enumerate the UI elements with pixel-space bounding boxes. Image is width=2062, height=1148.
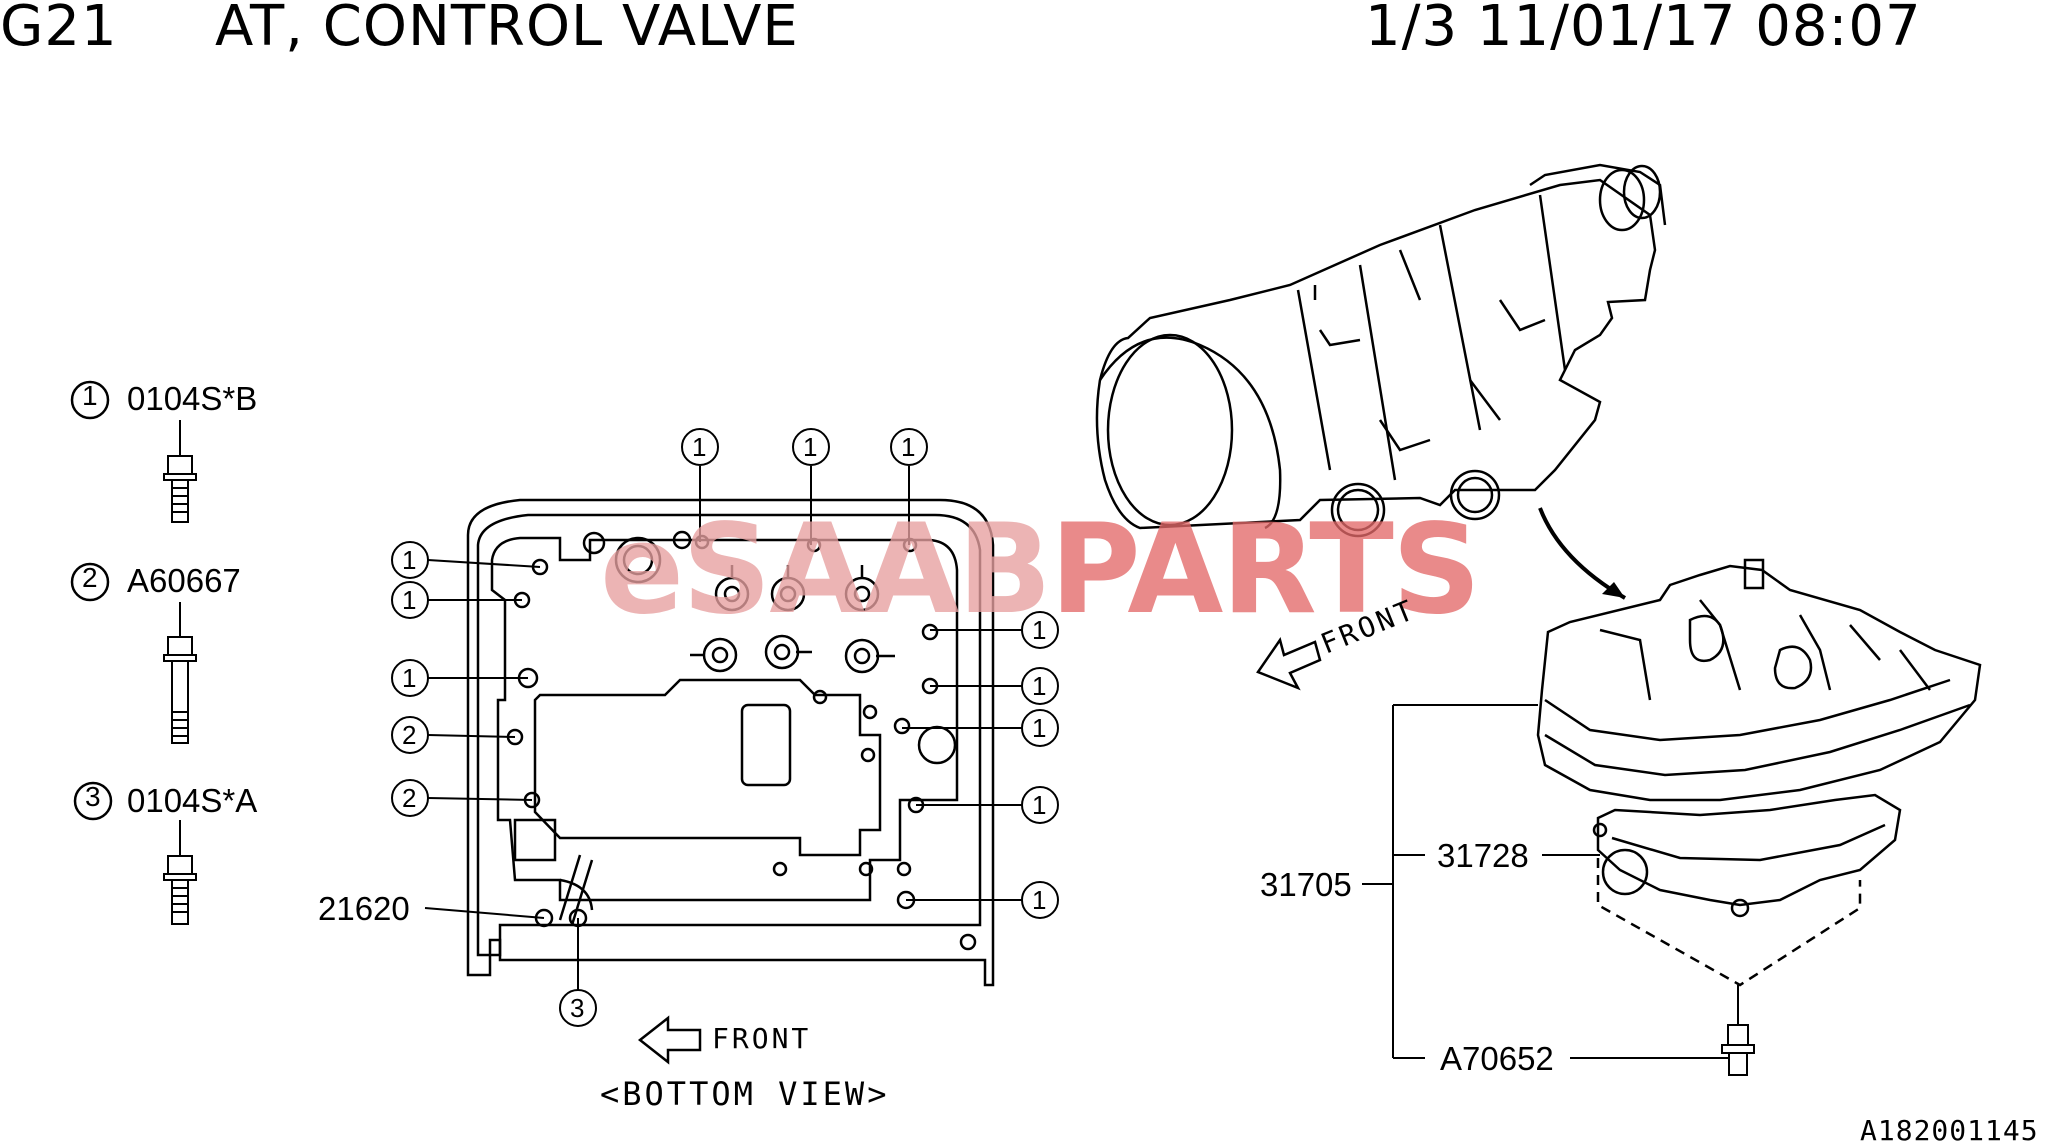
part-number-31705: 31705 xyxy=(1260,866,1352,903)
part-number-A70652: A70652 xyxy=(1440,1040,1554,1077)
legend-part-1: 0104S*B xyxy=(127,380,258,417)
callout-number: 1 xyxy=(402,545,417,575)
callout-number: 1 xyxy=(1032,885,1047,915)
diagram-code: G21 xyxy=(0,0,118,59)
diagram-title: AT, CONTROL VALVE xyxy=(215,0,799,59)
callout-number: 1 xyxy=(1032,790,1047,820)
callout-circles xyxy=(391,428,1059,1027)
callout-number: 1 xyxy=(1032,615,1047,645)
front-arrow-icon xyxy=(1256,637,1322,691)
part-number-31728: 31728 xyxy=(1437,837,1529,874)
bolt-icon xyxy=(163,420,197,523)
callout-number: 1 xyxy=(803,432,818,462)
callout-number: 3 xyxy=(570,993,585,1023)
control-valve-body xyxy=(1536,558,1982,987)
legend-num-1: 1 xyxy=(82,380,98,411)
part-number-21620: 21620 xyxy=(318,890,410,927)
bolt-icon xyxy=(163,820,197,925)
callout-number: 1 xyxy=(901,432,916,462)
page-date: 1/3 11/01/17 08:07 xyxy=(1365,0,1922,59)
transmission-assembly xyxy=(1095,163,1667,538)
legend-part-2: A60667 xyxy=(127,562,241,599)
legend-num-3: 3 xyxy=(85,781,101,812)
bolt-icon xyxy=(163,602,197,744)
front-label: FRONT xyxy=(712,1022,812,1055)
legend-circles xyxy=(70,380,113,821)
bottom-view-label: <BOTTOM VIEW> xyxy=(600,1075,890,1113)
callout-number: 1 xyxy=(402,663,417,693)
figure-id: A182001145 xyxy=(1860,1114,2039,1147)
callout-number: 2 xyxy=(402,720,417,750)
callout-number: 1 xyxy=(1032,713,1047,743)
callout-number: 1 xyxy=(1032,671,1047,701)
callout-number: 2 xyxy=(402,783,417,813)
callout-number: 1 xyxy=(692,432,707,462)
legend-part-3: 0104S*A xyxy=(127,782,258,819)
bolt-icon xyxy=(1721,985,1755,1076)
bracket-lines xyxy=(1362,704,1728,1059)
front-arrow-icon xyxy=(637,1015,702,1065)
leader-lines xyxy=(424,466,1022,990)
watermark: eSAABPARTS xyxy=(600,498,1481,642)
callout-number: 1 xyxy=(402,585,417,615)
legend-num-2: 2 xyxy=(82,562,98,593)
